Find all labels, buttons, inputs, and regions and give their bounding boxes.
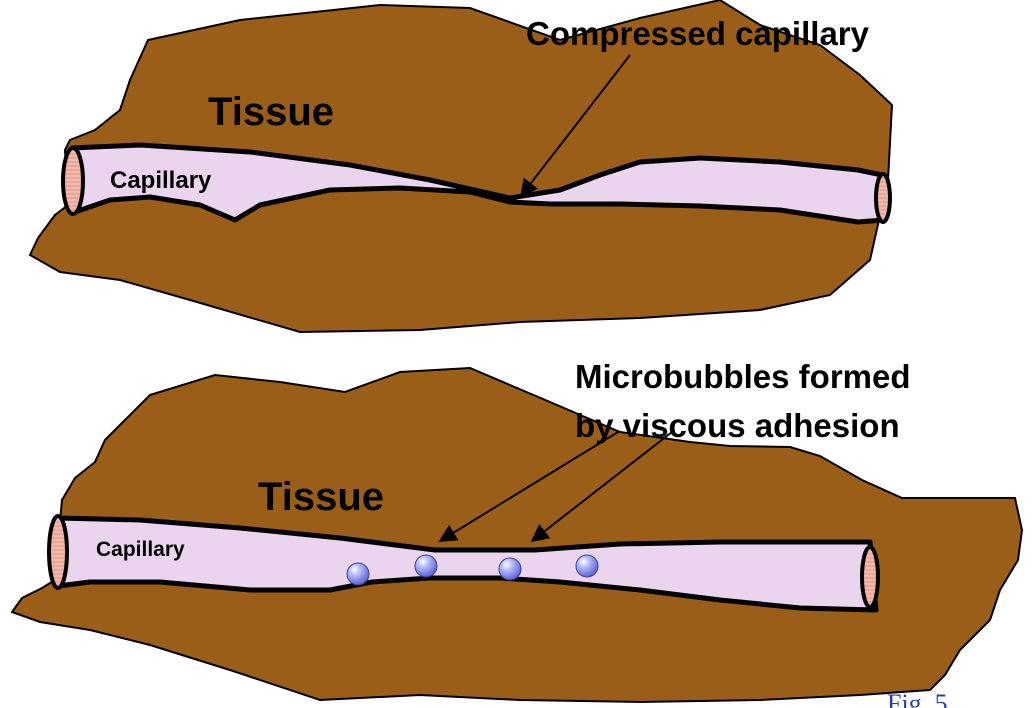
top-capillary-left-end xyxy=(63,148,83,214)
top-capillary-right-end xyxy=(876,174,890,222)
compressed-capillary-callout: Compressed capillary xyxy=(526,15,870,52)
microbubble xyxy=(576,555,598,577)
top-panel: Tissue Capillary Compressed capillary xyxy=(30,0,892,332)
top-tissue-label: Tissue xyxy=(208,90,334,134)
top-capillary-label: Capillary xyxy=(110,167,212,194)
microbubble xyxy=(415,555,437,577)
microbubble xyxy=(347,563,369,585)
bottom-capillary-label: Capillary xyxy=(96,538,185,561)
figure-label: Fig. 5 xyxy=(887,689,948,708)
bottom-capillary-right-end xyxy=(862,547,878,607)
bottom-capillary-left-end xyxy=(49,516,67,588)
bottom-panel: Tissue Capillary Microbubbles formed by … xyxy=(12,358,1022,702)
microbubbles-callout-line1: Microbubbles formed xyxy=(575,358,911,395)
bottom-tissue-label: Tissue xyxy=(258,475,384,519)
microbubbles-callout-line2: by viscous adhesion xyxy=(575,407,900,444)
microbubble xyxy=(499,558,521,580)
